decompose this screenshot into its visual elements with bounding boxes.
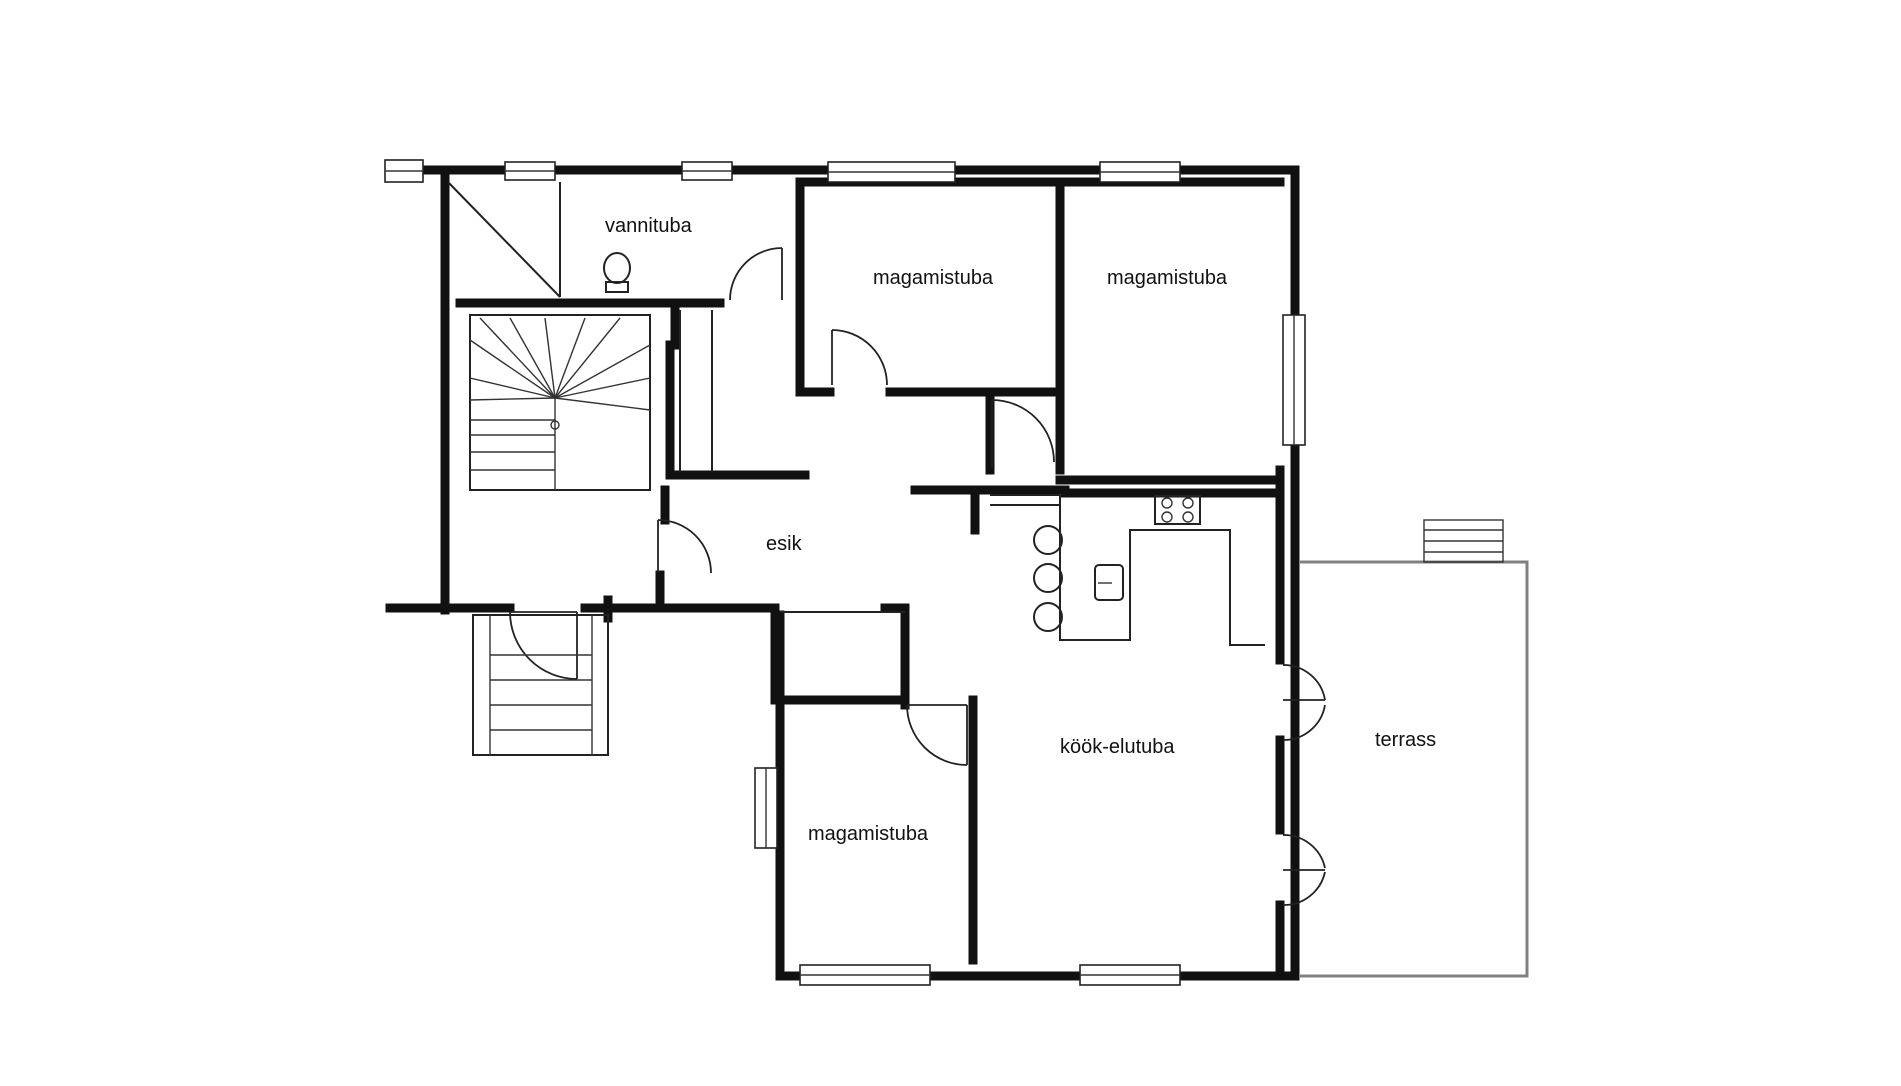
bar-stool bbox=[1033, 563, 1063, 593]
room-label-bedroom-1: magamistuba bbox=[873, 267, 994, 289]
door-stair-hall bbox=[657, 519, 712, 574]
kitchen-counter bbox=[1059, 495, 1265, 646]
bar-stool bbox=[1033, 525, 1063, 555]
room-label-kitchen-living: köök-elutuba bbox=[1060, 736, 1175, 758]
door-bedroom-2 bbox=[991, 399, 1055, 468]
terrace bbox=[1300, 519, 1529, 978]
room-label-terrace: terrass bbox=[1375, 729, 1436, 751]
door-terrace-1 bbox=[1282, 664, 1326, 741]
doors bbox=[509, 247, 1326, 906]
terrace-steps bbox=[1423, 519, 1504, 563]
room-label-bedroom-2: magamistuba bbox=[1107, 267, 1228, 289]
window bbox=[754, 767, 778, 849]
entrance-steps bbox=[472, 614, 609, 756]
sink-icon bbox=[1094, 564, 1124, 601]
exterior-walls bbox=[385, 165, 1300, 981]
room-label-bedroom-3: magamistuba bbox=[808, 823, 929, 845]
window bbox=[504, 161, 556, 181]
door-bedroom-1 bbox=[831, 329, 888, 386]
bar-stools bbox=[1033, 525, 1063, 632]
toilet-icon bbox=[603, 252, 631, 293]
windows bbox=[384, 159, 1306, 986]
window bbox=[681, 161, 733, 181]
window bbox=[827, 161, 956, 183]
bar-stool bbox=[1033, 602, 1063, 632]
window bbox=[384, 159, 424, 183]
door-bathroom bbox=[729, 247, 783, 301]
door-bedroom-3 bbox=[906, 704, 968, 766]
room-label-bathroom: vannituba bbox=[605, 215, 693, 237]
door-entrance bbox=[509, 611, 578, 680]
room-label-hall: esik bbox=[766, 533, 803, 555]
staircase bbox=[469, 314, 651, 491]
interior-walls bbox=[455, 177, 1285, 981]
window bbox=[799, 964, 931, 986]
window bbox=[1282, 314, 1306, 446]
partitions bbox=[447, 181, 1060, 613]
door-terrace-2 bbox=[1282, 834, 1326, 906]
window bbox=[1079, 964, 1181, 986]
window bbox=[1099, 161, 1181, 183]
